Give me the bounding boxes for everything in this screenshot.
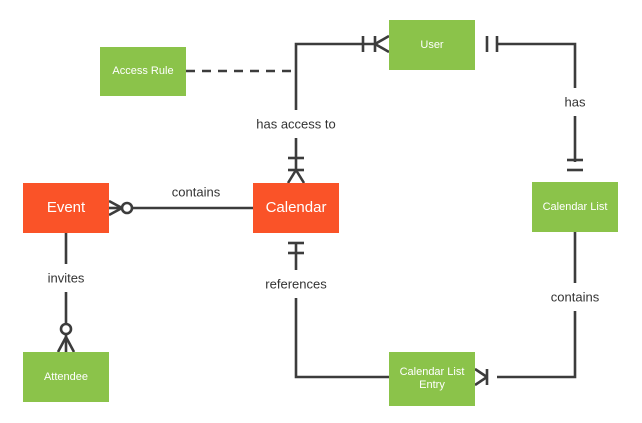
connector-contains-list-entry (497, 232, 577, 379)
cardinality-exactly-one-calendarlist-top (567, 158, 583, 172)
entity-calendar-label: Calendar (265, 199, 327, 217)
cardinality-one-or-many-calendar-top (286, 156, 306, 184)
entity-calendar[interactable]: Calendar (253, 183, 339, 233)
relationship-label-invites: invites (44, 270, 88, 286)
entity-event[interactable]: Event (23, 183, 109, 233)
connector-has-user-calendarlist (497, 42, 577, 162)
entity-access-rule[interactable]: Access Rule (100, 47, 186, 96)
entity-user[interactable]: User (389, 20, 475, 70)
cardinality-zero-or-many-attendee (56, 322, 76, 353)
relationship-label-has: has (561, 94, 589, 110)
relationship-label-references: references (262, 276, 330, 292)
relationship-label-contains-list-entry: contains (547, 289, 603, 305)
entity-calendar-list[interactable]: Calendar List (532, 182, 618, 232)
entity-access-rule-label: Access Rule (112, 65, 174, 78)
entity-calendar-list-entry[interactable]: Calendar List Entry (389, 352, 475, 406)
entity-calendar-list-entry-label: Calendar List Entry (399, 366, 465, 391)
entity-attendee-label: Attendee (43, 370, 89, 383)
entity-event-label: Event (46, 199, 86, 217)
cardinality-exactly-one-calendar-bottom (288, 241, 304, 255)
cardinality-one-or-many-user-left (361, 34, 390, 54)
cardinality-many-one-entry-right (474, 367, 489, 387)
cardinality-exactly-one-user-right (485, 36, 499, 52)
relationship-label-contains-event-calendar: contains (168, 184, 224, 200)
entity-user-label: User (420, 38, 444, 51)
relationship-label-has-access-to: has access to (253, 116, 339, 132)
cardinality-zero-or-many-event (108, 199, 134, 217)
entity-attendee[interactable]: Attendee (23, 352, 109, 402)
connector-references (294, 244, 389, 379)
entity-calendar-list-label: Calendar List (542, 200, 608, 213)
connector-has-access-to (294, 42, 377, 172)
